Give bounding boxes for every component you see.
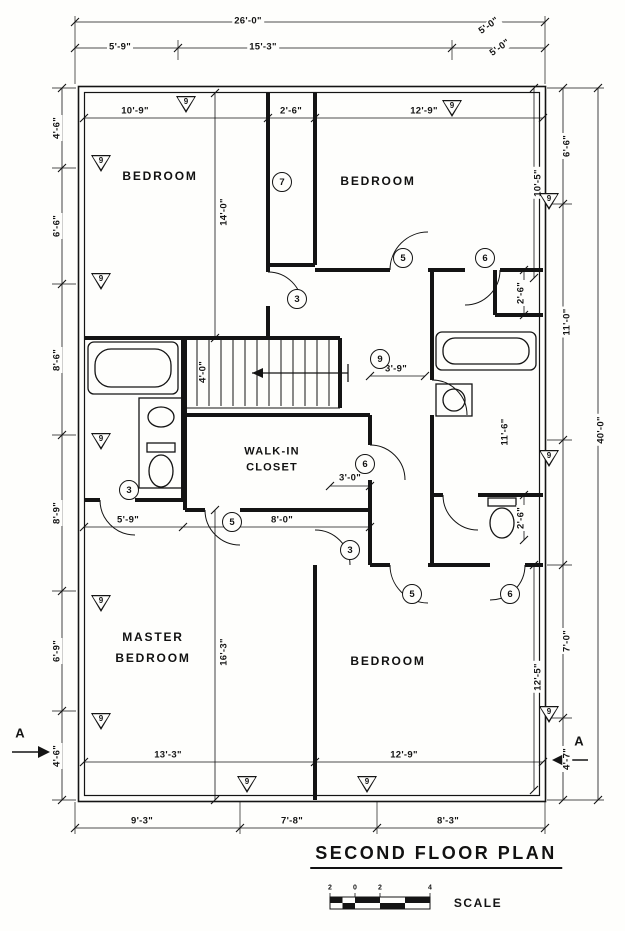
dim-left-1: 4'-6" — [51, 115, 63, 141]
dim-left-2: 6'-6" — [51, 213, 63, 239]
dim-top-a: 5'-9" — [107, 41, 133, 53]
window-tag: 9 — [539, 193, 559, 210]
dim-right-1: 6'-6" — [561, 133, 573, 159]
sink-left — [147, 406, 175, 428]
dim-left-3: 8'-6" — [51, 347, 63, 373]
window-tag: 9 — [91, 595, 111, 612]
dim-right-small-1: 2'-6" — [515, 280, 527, 306]
scale-tick: 2 — [378, 884, 382, 892]
room-label-bedroom-top-right: BEDROOM — [340, 174, 416, 188]
scale-label: SCALE — [453, 896, 503, 910]
dim-closet-width: 8'-0" — [269, 514, 295, 526]
dim-top-b: 15'-3" — [247, 41, 279, 53]
dim-right-2: 11'-0" — [561, 306, 573, 338]
door-tag: 6 — [355, 454, 375, 474]
dim-right-4: 4'-7" — [561, 746, 573, 772]
window-tag: 9 — [539, 450, 559, 467]
dim-stair-width: 4'-0" — [197, 359, 209, 385]
interior-walls — [84, 93, 543, 800]
toilet-left — [146, 442, 176, 488]
door-tag: 3 — [287, 289, 307, 309]
door-tag: 7 — [272, 172, 292, 192]
section-marker-right: A — [574, 733, 584, 749]
vanity-left — [138, 397, 184, 489]
scale-bar — [329, 893, 431, 910]
window-tag: 9 — [176, 96, 196, 113]
stairs — [185, 340, 349, 409]
dim-window-right: 12'-9" — [408, 105, 440, 117]
dim-right-small-2: 2'-6" — [515, 505, 527, 531]
room-label-closet-line2: CLOSET — [246, 461, 298, 474]
window-tag: 9 — [91, 433, 111, 450]
door-arcs — [99, 231, 526, 604]
window-tag: 9 — [442, 100, 462, 117]
door-tag: 5 — [402, 584, 422, 604]
room-label-master-line1: MASTER — [122, 630, 184, 644]
dim-window-left: 10'-9" — [119, 105, 151, 117]
window-tag: 9 — [91, 713, 111, 730]
door-tag: 5 — [393, 248, 413, 268]
door-tag: 6 — [500, 584, 520, 604]
dim-bottom-right: 12'-9" — [388, 749, 420, 761]
door-tag: 5 — [222, 512, 242, 532]
stair-direction-arrow — [252, 364, 349, 382]
bathtub-right — [435, 331, 537, 371]
room-label-closet-line1: WALK-IN — [244, 445, 300, 458]
window-tag: 9 — [357, 776, 377, 793]
page-title: SECOND FLOOR PLAN — [310, 843, 562, 869]
door-tag: 3 — [340, 540, 360, 560]
section-arrow-left — [12, 746, 50, 758]
dim-closet-door: 3'-0" — [337, 472, 363, 484]
door-tag: 6 — [475, 248, 495, 268]
section-marker-left: A — [15, 725, 25, 741]
dim-foundation-3: 8'-3" — [435, 815, 461, 827]
room-label-bedroom-top-left: BEDROOM — [122, 169, 198, 183]
scale-tick: 2 — [328, 884, 332, 892]
bathtub-left — [87, 341, 179, 395]
dim-foundation-1: 9'-3" — [129, 815, 155, 827]
dim-foundation-2: 7'-8" — [279, 815, 305, 827]
window-tag: 9 — [91, 273, 111, 290]
toilet-right — [487, 497, 517, 539]
window-tag: 9 — [91, 155, 111, 172]
dim-overall-width: 26'-0" — [232, 15, 264, 27]
dim-master-depth: 16'-3" — [218, 636, 230, 668]
dim-right-3: 7'-0" — [561, 628, 573, 654]
room-label-bedroom-bottom-right: BEDROOM — [350, 654, 426, 668]
dim-left-6: 4'-6" — [51, 743, 63, 769]
dim-right-inner-2: 12'-5" — [532, 661, 544, 693]
scale-tick: 0 — [353, 884, 357, 892]
window-tag: 9 — [539, 706, 559, 723]
dim-landing: 3'-9" — [383, 363, 409, 375]
dim-left-4: 8'-9" — [51, 500, 63, 526]
dim-bottom-left: 13'-3" — [152, 749, 184, 761]
extension-lines — [52, 16, 604, 834]
door-tag: 3 — [119, 480, 139, 500]
door-tag: 9 — [370, 349, 390, 369]
dimension-lines — [61, 21, 599, 829]
dim-left-5: 6'-9" — [51, 638, 63, 664]
window-tag: 9 — [237, 776, 257, 793]
exterior-walls — [77, 85, 547, 803]
dim-bath-width: 5'-9" — [115, 514, 141, 526]
dim-chase-width: 2'-6" — [278, 105, 304, 117]
dim-hall-depth: 14'-0" — [218, 196, 230, 228]
room-label-master-line2: BEDROOM — [115, 651, 191, 665]
dim-overall-height: 40'-0" — [595, 414, 607, 446]
dim-bath-right: 11'-6" — [499, 416, 511, 448]
sink-right — [435, 383, 473, 417]
scale-tick: 4 — [428, 884, 432, 892]
